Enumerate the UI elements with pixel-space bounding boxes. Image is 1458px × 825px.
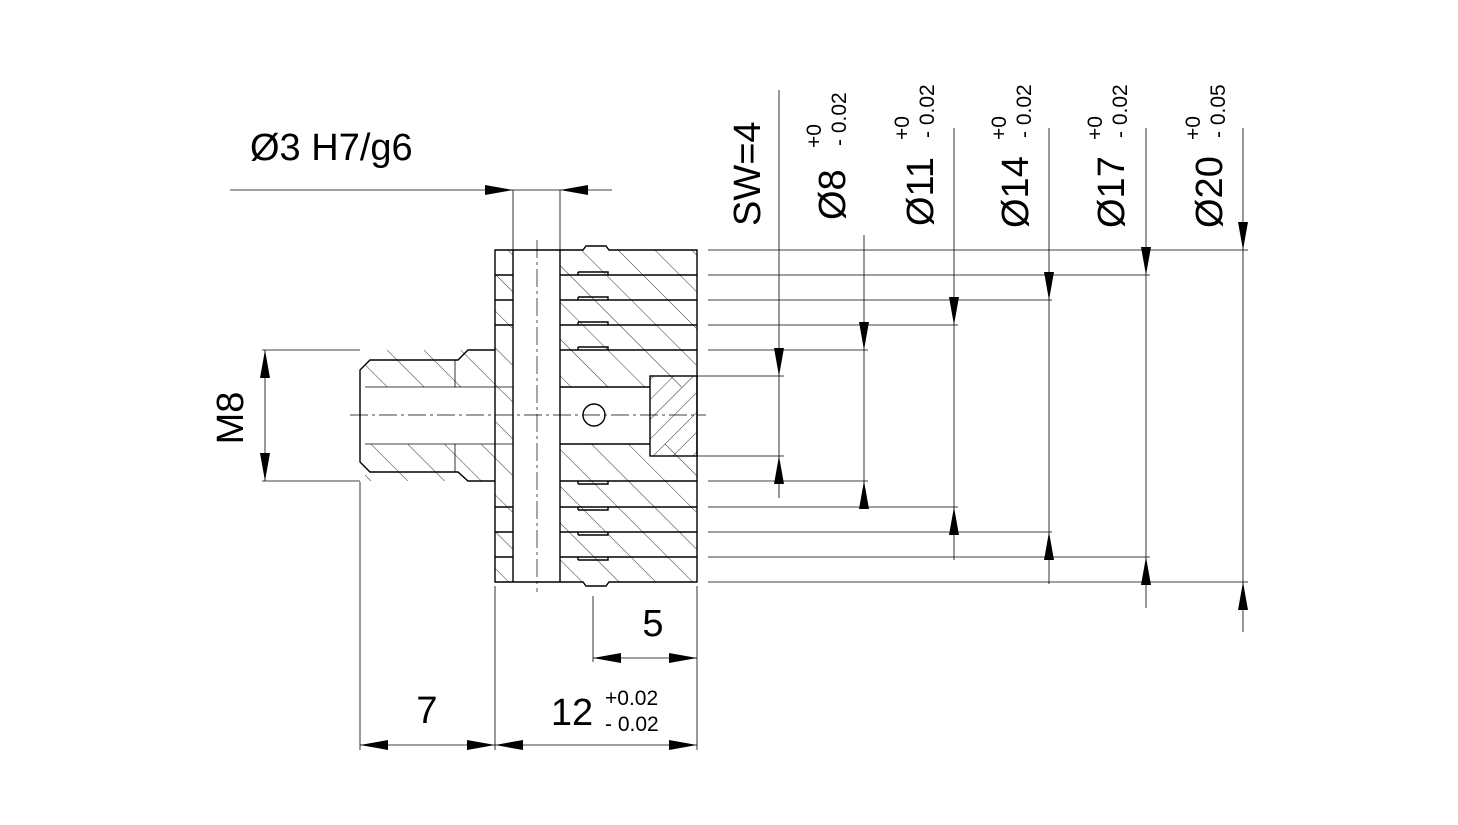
svg-text:Ø8: Ø8	[812, 169, 854, 220]
svg-text:- 0.02: - 0.02	[916, 84, 939, 138]
bore-fit-label: Ø3 H7/g6	[250, 127, 413, 169]
body-length-tol-lower: - 0.02	[605, 713, 659, 736]
svg-text:Ø20: Ø20	[1189, 156, 1231, 228]
svg-text:+0: +0	[1084, 116, 1107, 140]
svg-text:- 0.02: - 0.02	[1013, 84, 1036, 138]
diameter-8-label: Ø8 +0 - 0.02	[803, 92, 854, 220]
hatching	[365, 250, 697, 582]
diameter-11-label: Ø11 +0 - 0.02	[891, 84, 942, 226]
svg-text:Ø11: Ø11	[900, 157, 942, 226]
svg-text:- 0.05: - 0.05	[1207, 84, 1230, 138]
step-length-label: 5	[642, 603, 663, 645]
body-length-tol-upper: +0.02	[605, 687, 658, 710]
svg-text:+0: +0	[988, 116, 1011, 140]
across-flats-label: SW=4	[727, 121, 769, 226]
svg-text:+0: +0	[803, 124, 826, 148]
part-section	[350, 240, 706, 592]
extension-lines	[262, 190, 1248, 750]
dimension-lines	[230, 90, 1248, 750]
body-length-label: 12	[551, 692, 593, 734]
step-lines	[495, 271, 697, 561]
shank-length-label: 7	[416, 690, 437, 732]
diameter-17-label: Ø17 +0 - 0.02	[1084, 84, 1133, 228]
svg-text:+0: +0	[1182, 116, 1205, 140]
diameter-14-label: Ø14 +0 - 0.02	[988, 84, 1037, 228]
thread-label: M8	[210, 392, 252, 445]
svg-text:- 0.02: - 0.02	[1109, 84, 1132, 138]
diameter-20-label: Ø20 +0 - 0.05	[1182, 84, 1231, 228]
svg-text:Ø17: Ø17	[1091, 156, 1133, 228]
svg-text:+0: +0	[891, 116, 914, 140]
svg-text:- 0.02: - 0.02	[828, 92, 851, 146]
svg-text:Ø14: Ø14	[995, 156, 1037, 228]
dimension-texts: Ø3 H7/g6 M8 7 12 +0.02 - 0.02 5 SW=4 Ø8 …	[210, 84, 1231, 736]
